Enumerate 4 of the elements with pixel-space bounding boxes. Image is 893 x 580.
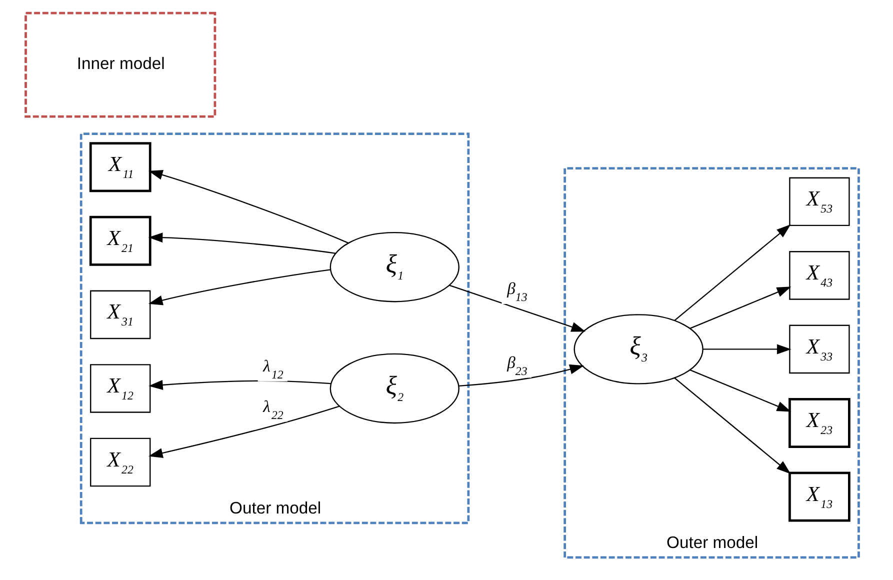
edge-label: λ$_{12}$ (262, 356, 283, 382)
edge-label: β$_{23}$ (506, 352, 527, 378)
edge-label: λ$_{22}$ (262, 396, 283, 422)
edge-label: β$_{13}$ (506, 279, 527, 304)
